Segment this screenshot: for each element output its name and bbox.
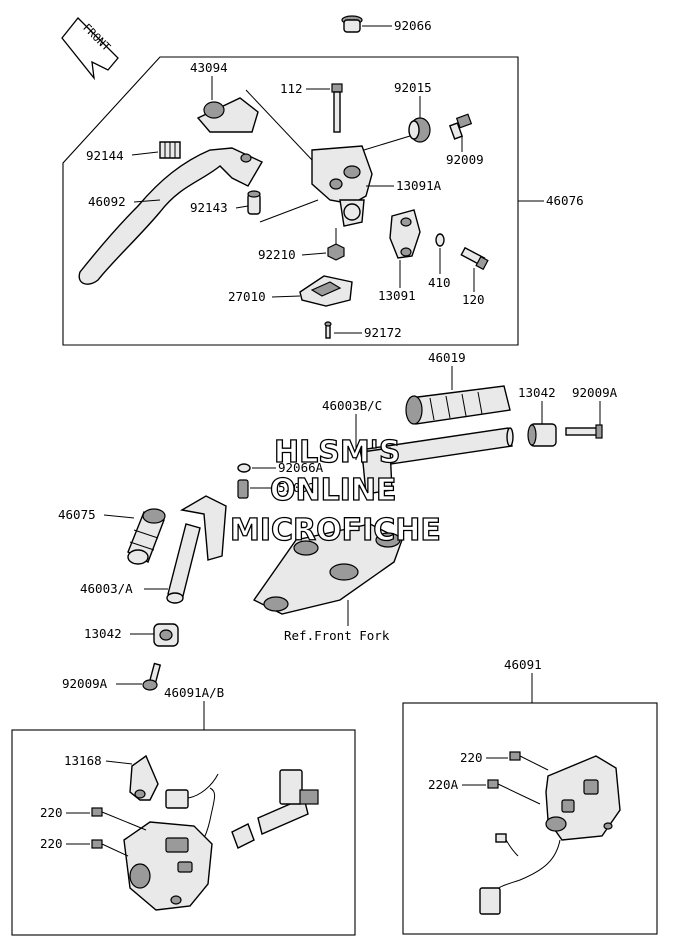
- watermark-line-3: MICROFICHE: [230, 513, 441, 548]
- label-92066: 92066: [394, 18, 432, 33]
- label-220-b: 220: [40, 836, 63, 851]
- label-52002: 52002: [278, 480, 316, 495]
- bolt-52002: [237, 479, 249, 499]
- label-92172: 92172: [364, 325, 402, 340]
- triple-clamp: [252, 523, 403, 615]
- label-ref-front-fork: Ref.Front Fork: [284, 628, 390, 643]
- front-arrow: FRONT: [61, 17, 119, 81]
- label-92009: 92009: [446, 152, 484, 167]
- cap-92066: [341, 15, 363, 33]
- weight-13042-left: [153, 623, 179, 647]
- label-46092: 46092: [88, 194, 126, 209]
- label-120: 120: [462, 292, 485, 307]
- label-92009A-right: 92009A: [572, 385, 618, 400]
- label-220A: 220A: [428, 777, 459, 792]
- label-46076: 46076: [546, 193, 584, 208]
- label-92066A: 92066A: [278, 460, 324, 475]
- wiring-right: [479, 833, 561, 915]
- switch-43094: [196, 97, 259, 133]
- bracket-13168: [129, 754, 159, 801]
- screw-92009A-right: [565, 424, 603, 439]
- label-92015: 92015: [394, 80, 432, 95]
- handlebar-46003BC: [359, 427, 514, 495]
- screw-220-b: [91, 839, 129, 857]
- label-13168: 13168: [64, 753, 102, 768]
- label-46091AB: 46091A/B: [164, 685, 224, 700]
- label-92144: 92144: [86, 148, 124, 163]
- label-27010: 27010: [228, 289, 266, 304]
- bolt-112: [331, 83, 343, 133]
- master-cylinder-group-box: [62, 56, 519, 346]
- screw-220-c: [509, 751, 549, 771]
- label-220-c: 220: [460, 750, 483, 765]
- label-46003BC: 46003B/C: [322, 398, 382, 413]
- spring-92144: [159, 141, 181, 159]
- watermark-line-2: ONLINE: [270, 473, 397, 508]
- label-13042-right: 13042: [518, 385, 556, 400]
- weight-13042-right: [527, 423, 557, 447]
- screw-92009A-left: [142, 662, 162, 691]
- label-46075: 46075: [58, 507, 96, 522]
- grip-46075: [127, 508, 166, 565]
- switch-housing-left: [123, 821, 213, 911]
- label-410: 410: [428, 275, 451, 290]
- master-cylinder-13091A: [311, 145, 373, 227]
- right-switch-group-box: [402, 702, 658, 935]
- label-46019: 46019: [428, 350, 466, 365]
- bolt-120: [460, 246, 489, 271]
- switch-housing-right: [545, 755, 621, 841]
- label-43094: 43094: [190, 60, 228, 75]
- switch-27010: [299, 275, 353, 307]
- washer-410: [435, 233, 445, 247]
- lever-46092: [78, 147, 263, 285]
- label-46003A: 46003/A: [80, 581, 133, 596]
- watermark-line-1: HLSM'S: [274, 435, 400, 470]
- nut-92210: [327, 243, 345, 261]
- screw-220-a: [91, 807, 147, 831]
- screw-92172: [324, 321, 332, 339]
- label-13091: 13091: [378, 288, 416, 303]
- label-92143: 92143: [190, 200, 228, 215]
- label-46091: 46091: [504, 657, 542, 672]
- label-92210: 92210: [258, 247, 296, 262]
- label-13091A: 13091A: [396, 178, 442, 193]
- left-switch-group-box: [11, 729, 356, 936]
- collar-92143: [247, 190, 261, 215]
- knob-92015: [408, 117, 431, 143]
- screw-92009: [448, 113, 473, 140]
- washer-92066A: [237, 463, 251, 473]
- label-92009A-left: 92009A: [62, 676, 108, 691]
- label-220-a: 220: [40, 805, 63, 820]
- handlebar-46003A: [166, 495, 227, 604]
- grip-46019: [405, 385, 511, 425]
- clamp-13091: [389, 209, 421, 259]
- watermark: HLSM'S ONLINE MICROFICHE: [229, 434, 441, 548]
- label-112: 112: [280, 81, 303, 96]
- screw-220A: [487, 779, 541, 805]
- label-13042-left: 13042: [84, 626, 122, 641]
